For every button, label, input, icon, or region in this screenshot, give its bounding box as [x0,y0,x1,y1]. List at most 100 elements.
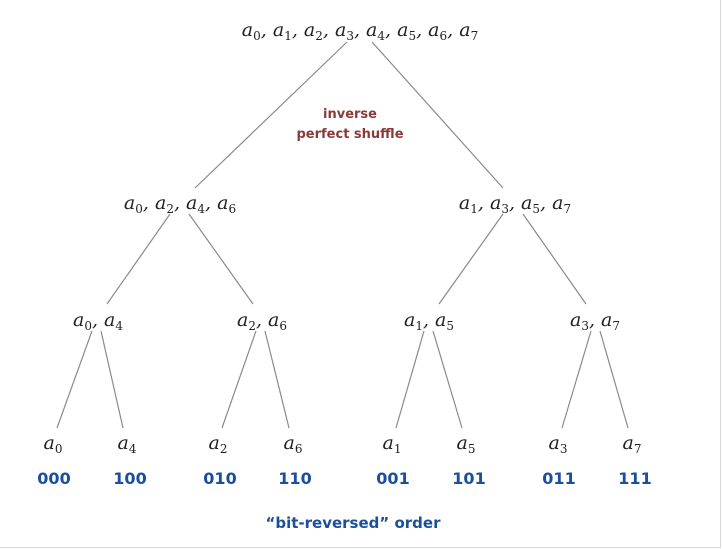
edge-l1b-left [438,213,504,305]
node-symbol: a [268,309,280,331]
node-symbol: a [489,192,502,214]
leaf-7: a7 [622,432,642,456]
node-symbol: a [382,432,394,454]
node-symbol: a [272,19,285,41]
edge-l2c-left [395,330,425,429]
leaf-1: a4 [117,432,137,455]
node-symbol: a [456,432,468,454]
node-index: 0 [84,319,92,333]
bits-label: 000 [37,469,71,488]
node-symbol: a [186,192,198,214]
node-index: 7 [612,319,621,333]
leaf-5: a5 [456,432,476,456]
node-level2-0-4: a0, a4 [72,309,124,333]
node-index: 1 [393,442,402,456]
node-symbol: a [43,432,55,454]
leaf-4: a1 [382,432,402,456]
leaf-6: a3 [549,432,568,456]
bits-label: 110 [278,469,312,488]
node-symbol: a [428,19,440,41]
bits-label: 001 [376,469,410,488]
node-symbol: a [217,192,229,214]
edge-l1a-left [106,213,171,305]
node-index: 5 [467,442,476,456]
node-symbol: a [458,192,471,214]
node-index: 1 [284,29,292,43]
node-symbol: a [601,309,613,331]
node-index: 6 [294,442,303,456]
node-symbol: a [459,19,471,41]
node-index: 7 [470,29,479,43]
node-symbol: a [397,19,409,41]
node-symbol: a [366,19,378,41]
edge-l2c-right [432,330,463,429]
node-index: 3 [501,202,509,216]
node-index: 7 [563,202,572,216]
node-symbol: a [241,19,254,41]
edge-l2d-right [599,330,629,429]
node-level1-odd: a1, a3, a5, a7 [458,192,572,216]
node-index: 3 [559,442,568,456]
edge-l1a-right [188,213,254,305]
node-index: 6 [228,202,237,216]
node-symbol: a [283,432,295,454]
bits-label: 011 [542,469,576,488]
node-index: 0 [54,442,63,456]
node-index: 6 [279,319,288,333]
node-symbol: a [208,432,220,454]
edge-root-right [371,41,504,189]
node-symbol: a [236,309,249,331]
node-index: 5 [532,202,541,216]
node-symbol: a [104,309,116,331]
node-symbol: a [622,432,634,454]
edge-l2a-right [100,330,124,429]
bits-label: 101 [452,469,486,488]
node-symbol: a [569,309,582,331]
bits-label: 010 [203,469,237,488]
node-symbol: a [334,19,347,41]
node-symbol: a [117,432,129,454]
node-index: 3 [346,29,354,43]
edge-root-left [194,41,348,189]
node-symbol: a [435,309,447,331]
node-index: 4 [115,319,124,333]
annotation-line-1: inverse [323,107,377,122]
edge-l2b-right [264,330,290,429]
edge-l1b-right [522,213,587,305]
node-index: 1 [415,319,423,333]
node-level2-1-5: a1, a5 [403,309,455,333]
node-index: 6 [439,29,448,43]
leaf-3: a6 [283,432,303,456]
annotation-line-2: perfect shuffle [296,127,404,142]
node-symbol: a [72,309,85,331]
node-index: 4 [197,202,206,216]
node-symbol: a [154,192,167,214]
bit-reversed-order-caption: “bit-reversed” order [265,514,441,532]
node-symbol: a [403,309,416,331]
leaf-2: a2 [208,432,228,456]
node-index: 3 [581,319,589,333]
node-index: 2 [219,442,228,456]
node-index: 0 [135,202,143,216]
node-index: 0 [253,29,261,43]
node-symbol: a [521,192,533,214]
node-level1-even: a0, a2, a4, a6 [123,192,237,216]
node-index: 4 [377,29,386,43]
inverse-perfect-shuffle-label: inverse perfect shuffle [296,105,403,145]
node-symbol: a [552,192,564,214]
node-index: 7 [633,442,642,456]
bits-label: 100 [113,469,147,488]
node-index: 5 [408,29,417,43]
node-symbol: a [123,192,136,214]
bits-label: 111 [618,469,652,488]
node-root: a0, a1, a2, a3, a4, a5, a6, a7 [241,19,479,43]
node-index: 1 [470,202,478,216]
node-index: 2 [166,202,174,216]
edge-l2d-left [561,330,592,429]
node-index: 2 [315,29,323,43]
edge-l2b-left [221,330,257,429]
node-symbol: a [303,19,316,41]
node-level2-2-6: a2, a6 [236,309,288,333]
